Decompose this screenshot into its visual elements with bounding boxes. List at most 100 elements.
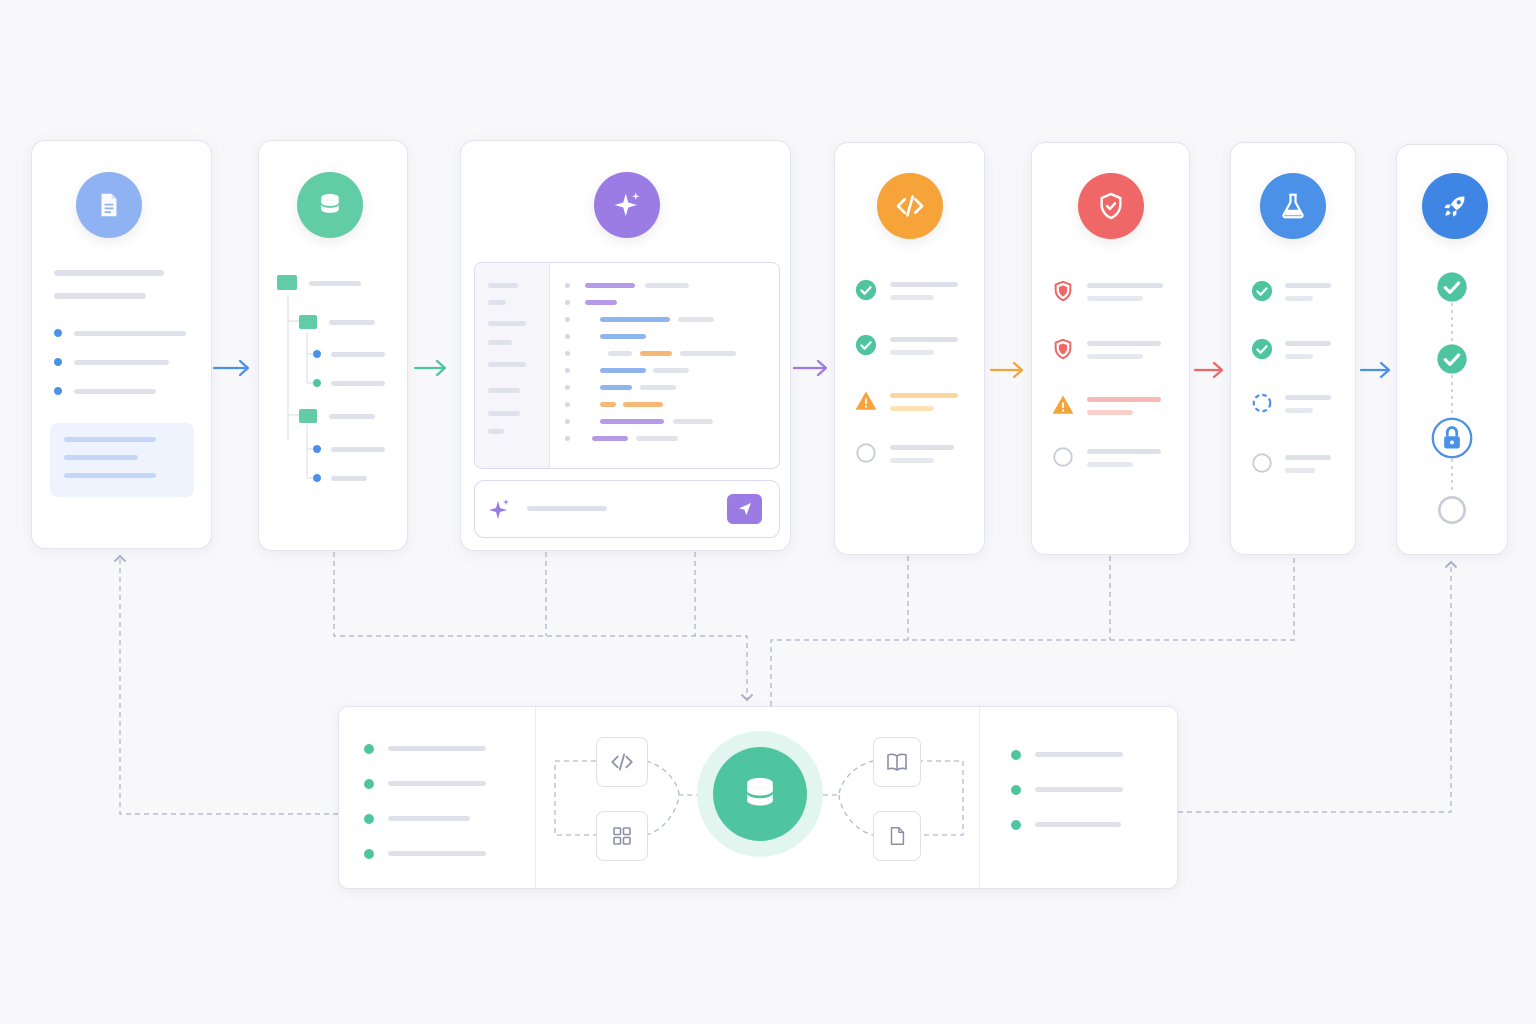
check-line (1087, 410, 1133, 415)
flow-arrow-5 (1193, 361, 1224, 379)
line-marker (565, 402, 570, 407)
check-line (1285, 296, 1313, 301)
prompt-input[interactable] (474, 480, 780, 538)
line-marker (565, 351, 570, 356)
check-line (1285, 341, 1331, 346)
flow-arrow-1 (212, 359, 250, 377)
flow-arrow-2 (413, 359, 447, 377)
pending-step-icon (1436, 494, 1468, 526)
document-title-bar (54, 270, 164, 276)
hub-center-halo (697, 731, 823, 857)
stage-card-ai-editor[interactable] (460, 140, 791, 551)
file-icon (890, 827, 905, 845)
hub-node-book[interactable] (873, 737, 921, 787)
tree-line (331, 352, 385, 357)
check-line (1285, 395, 1331, 400)
passed-status-icon (855, 334, 877, 356)
database-icon (297, 172, 363, 238)
check-line (1087, 354, 1143, 359)
line-marker (565, 300, 570, 305)
code-token (645, 283, 689, 288)
list-line (74, 331, 186, 336)
list-bullet (1011, 750, 1021, 760)
document-icon (76, 172, 142, 238)
list-line (74, 360, 169, 365)
check-line (890, 282, 958, 287)
passed-status-icon (855, 279, 877, 301)
check-line (890, 350, 934, 355)
check-line (890, 445, 954, 450)
pending-status-icon (1052, 446, 1074, 468)
check-line (1087, 449, 1161, 454)
line-marker (565, 419, 570, 424)
collector-line-left (333, 552, 754, 702)
code-token (636, 436, 678, 441)
passed-status-icon (1251, 338, 1273, 360)
code-token (608, 351, 632, 356)
stage-card-database[interactable] (258, 140, 408, 551)
code-editor-panel[interactable] (474, 262, 780, 469)
check-line (1285, 408, 1313, 413)
list-bullet (54, 387, 62, 395)
tree-line (331, 381, 385, 386)
feedback-line-right (1178, 560, 1458, 813)
code-token (673, 419, 713, 424)
list-bullet (1011, 785, 1021, 795)
check-line (1087, 341, 1161, 346)
list-line (74, 389, 156, 394)
tree-node (313, 350, 321, 358)
tree-line (331, 447, 385, 452)
line-marker (565, 436, 570, 441)
code-token (600, 317, 670, 322)
check-line (1285, 354, 1313, 359)
tree-line (331, 476, 367, 481)
tree-line (329, 320, 375, 325)
send-button[interactable] (727, 494, 762, 524)
check-line (890, 406, 934, 411)
stage-card-testing[interactable] (1230, 142, 1356, 555)
code-token (585, 283, 635, 288)
line-marker (565, 385, 570, 390)
flow-arrow-3 (792, 359, 828, 377)
hub-node-file[interactable] (873, 811, 921, 861)
hub-node-code[interactable] (596, 737, 648, 787)
list-bullet (364, 779, 374, 789)
issue-status-icon (1052, 280, 1074, 302)
list-bullet (54, 358, 62, 366)
check-line (1087, 283, 1163, 288)
hub-node-grid[interactable] (596, 811, 648, 861)
check-line (890, 458, 934, 463)
check-line (1285, 455, 1331, 460)
code-token (600, 334, 646, 339)
list-bullet (364, 849, 374, 859)
check-line (890, 295, 934, 300)
list-bullet (364, 744, 374, 754)
stage-card-deploy[interactable] (1396, 144, 1508, 555)
stage-card-code-review[interactable] (834, 142, 985, 555)
code-token (680, 351, 736, 356)
tree-node (313, 474, 321, 482)
tree-node (313, 379, 321, 387)
tree-line (309, 281, 361, 286)
list-bullet (1011, 820, 1021, 830)
knowledge-hub-panel[interactable] (338, 706, 1178, 889)
sparkle-icon (489, 499, 509, 519)
line-marker (565, 283, 570, 288)
feedback-line-left (113, 554, 338, 815)
stage-card-security[interactable] (1031, 142, 1190, 555)
code-token (623, 402, 663, 407)
list-bullet (54, 329, 62, 337)
code-icon (877, 173, 943, 239)
list-line (388, 851, 486, 856)
code-token (678, 317, 714, 322)
flow-arrow-6 (1359, 361, 1391, 379)
locked-step-icon[interactable] (1431, 417, 1473, 459)
stage-card-document[interactable] (31, 140, 212, 549)
passed-step-icon (1436, 271, 1468, 303)
passed-status-icon (1251, 280, 1273, 302)
code-token (600, 419, 664, 424)
check-line (890, 393, 958, 398)
folder-icon (277, 275, 297, 290)
database-icon[interactable] (713, 747, 807, 841)
book-icon (887, 753, 907, 771)
